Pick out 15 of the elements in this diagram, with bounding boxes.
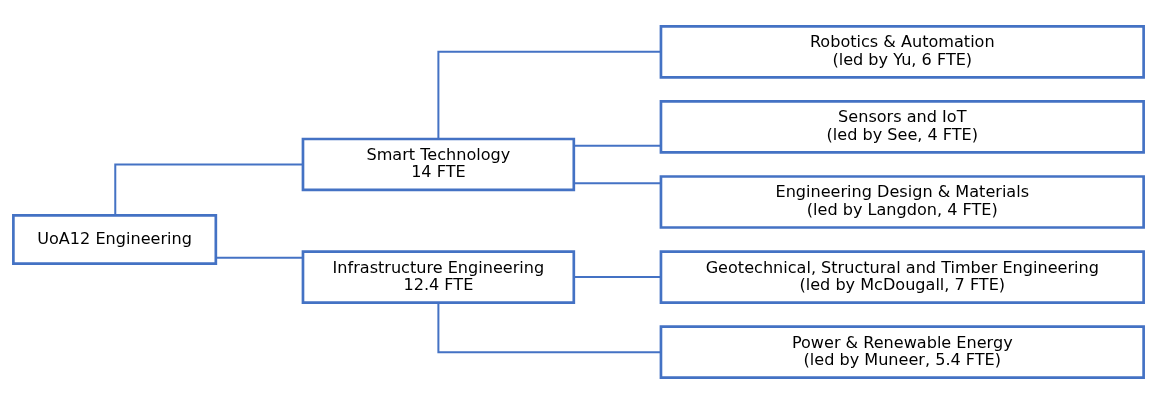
connector bbox=[573, 181, 661, 184]
connector bbox=[437, 302, 661, 353]
node-box: Robotics & Automation (led by Yu, 6 FTE) bbox=[659, 24, 1145, 79]
node-box: Engineering Design & Materials (led by Langdon, 4 FTE) bbox=[659, 174, 1145, 229]
node-box: Geotechnical, Structural and Timber Engineering (led by McDougall, 7 FTE) bbox=[659, 249, 1145, 304]
node-box: Infrastructure Engineering 12.4 FTE bbox=[301, 249, 576, 304]
connector bbox=[437, 50, 661, 139]
node-box: Smart Technology 14 FTE bbox=[301, 137, 576, 191]
node-box: Power & Renewable Energy (led by Muneer, 5.4 FTE) bbox=[659, 324, 1145, 379]
connector bbox=[573, 275, 661, 278]
node-box: Sensors and IoT (led by See, 4 FTE) bbox=[659, 99, 1145, 154]
connector bbox=[114, 162, 303, 215]
connector bbox=[573, 144, 661, 147]
node-box: UoA12 Engineering bbox=[12, 213, 218, 265]
connector bbox=[216, 256, 303, 259]
